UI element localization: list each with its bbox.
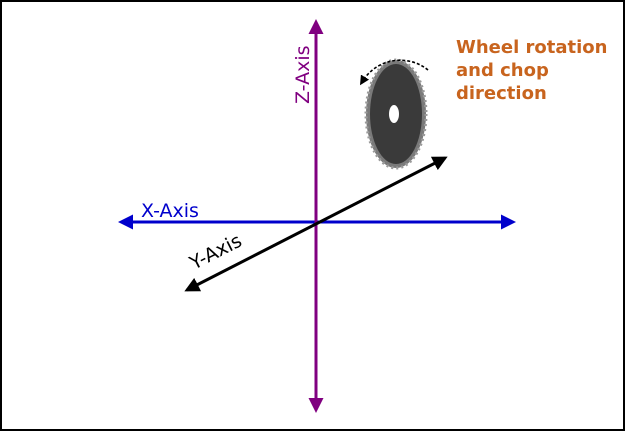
x-axis-label: X-Axis [141, 200, 199, 222]
y-axis-line [184, 156, 448, 292]
circular-saw-wheel-icon [364, 58, 428, 170]
z-axis-label: Z-Axis [292, 45, 314, 104]
caption-line-1: Wheel rotation [456, 37, 608, 58]
y-axis-label: Y-Axis [185, 230, 245, 275]
wheel-rotation-caption: Wheel rotation and chop direction [456, 36, 621, 105]
caption-line-3: direction [456, 83, 547, 104]
rotation-arrow-icon [359, 59, 429, 86]
caption-line-2: and chop [456, 60, 549, 81]
